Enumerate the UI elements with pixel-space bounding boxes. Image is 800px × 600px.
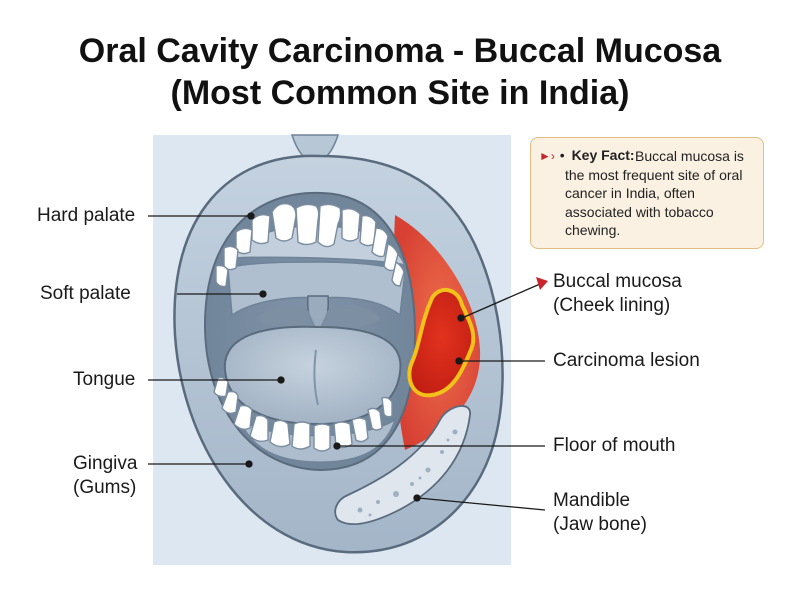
- label-mandible-line2: (Jaw bone): [553, 514, 647, 535]
- label-buccal-mucosa: Buccal mucosa (Cheek lining): [553, 270, 682, 318]
- label-floor-of-mouth: Floor of mouth: [553, 435, 676, 456]
- diagram-title: Oral Cavity Carcinoma - Buccal Mucosa (M…: [0, 30, 800, 114]
- tongue-midline: [313, 349, 319, 406]
- label-gingiva-line1: Gingiva: [73, 453, 138, 474]
- key-fact-bullet: •: [559, 147, 565, 163]
- title-line-2: (Most Common Site in India): [170, 74, 630, 112]
- key-fact-callout: ►› • Key Fact: Buccal mucosa is the most…: [530, 137, 764, 249]
- label-mandible-line1: Mandible: [553, 490, 631, 511]
- label-mandible: Mandible (Jaw bone): [553, 489, 647, 537]
- key-fact-firstline: ►› • Key Fact:: [539, 146, 753, 166]
- upper-teeth: [215, 202, 405, 288]
- tongue: [223, 325, 402, 426]
- title-line-1: Oral Cavity Carcinoma - Buccal Mucosa: [78, 32, 722, 70]
- key-fact-heading: Key Fact:: [571, 147, 635, 163]
- key-fact-body: Buccal mucosa is the most frequent site …: [565, 148, 744, 238]
- label-carcinoma-lesion: Carcinoma lesion: [553, 350, 700, 371]
- arrow-right-icon: ►›: [539, 149, 555, 163]
- pharynx: [258, 304, 380, 332]
- lower-teeth: [213, 376, 393, 452]
- label-gingiva-line2: (Gums): [73, 477, 137, 498]
- label-gingiva: Gingiva (Gums): [73, 452, 137, 500]
- buccal-arrowhead: [536, 277, 548, 290]
- carcinoma-lesion: [407, 288, 476, 398]
- key-fact-text: Buccal mucosa is the most frequent site …: [539, 147, 753, 240]
- mandible-pores: [357, 429, 458, 517]
- leader-lines: [148, 212, 546, 511]
- label-hard-palate: Hard palate: [37, 205, 136, 226]
- label-soft-palate: Soft palate: [40, 283, 131, 304]
- label-tongue: Tongue: [73, 369, 136, 390]
- label-buccal-line1: Buccal mucosa: [553, 271, 682, 292]
- soft-palate: [227, 261, 406, 317]
- label-buccal-line2: (Cheek lining): [553, 295, 671, 316]
- mandible: [334, 405, 471, 526]
